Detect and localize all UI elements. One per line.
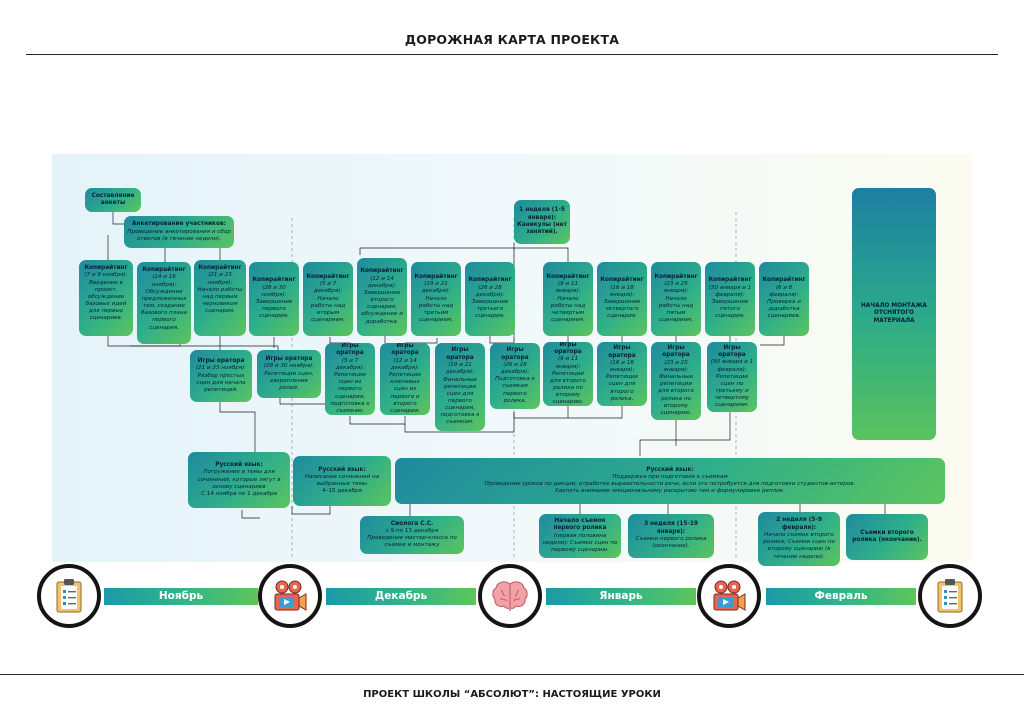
copywriting-node-7: Копирайтинг(19 и 21 декабря):Начало рабо… [411, 262, 461, 336]
orator-games-node-9: Игры оратора(23 и 25 января):Финальные р… [651, 342, 701, 420]
orator-games-node-8: Игры оратора(16 и 18 января):Репетиции с… [597, 342, 647, 406]
questioning-node: Анкетирование участников: Проведение анк… [124, 216, 234, 248]
film-camera-icon [713, 580, 746, 611]
film-camera-icon [274, 580, 307, 611]
second-shooting-end-node: Съемки второго ролика (окончание). [846, 514, 928, 560]
footer-divider [0, 674, 1024, 675]
timeline-bar-december: Декабрь [326, 588, 476, 605]
russian-language-node-1: Русский язык:Погружение в темы для сочин… [188, 452, 290, 508]
timeline-bar-january: Январь [546, 588, 696, 605]
editing-start-node: НАЧАЛО МОНТАЖА ОТСНЯТОГО МАТЕРИАЛА [852, 188, 936, 440]
orator-games-node-3: Игры оратора(5 и 7 декабря):Репетиции сц… [325, 343, 375, 415]
clipboard-icon [56, 579, 82, 613]
first-shooting-end-node: 3 неделя (15-19 января):Съемки первого р… [628, 514, 714, 558]
page-title: ДОРОЖНАЯ КАРТА ПРОЕКТА [404, 32, 620, 47]
copywriting-node-1: Копирайтинг(7 и 9 ноября):Введение в про… [79, 260, 133, 336]
copywriting-node-4: Копирайтинг(28 и 30 ноября):Завершение п… [249, 262, 299, 336]
footer-title: ПРОЕКТ ШКОЛЫ “АБСОЛЮТ”: НАСТОЯЩИЕ УРОКИ [363, 689, 661, 700]
clipboard-icon [937, 579, 963, 613]
orator-games-node-2: Игры оратора(28 и 30 ноября):Репетиции с… [257, 350, 321, 398]
timeline-bar-november: Ноябрь [104, 588, 258, 605]
copywriting-node-11: Копирайтинг(23 и 25 января):Начало работ… [651, 262, 701, 336]
copywriting-node-9: Копирайтинг(9 и 11 января):Начало работы… [543, 262, 593, 336]
holidays-node: 1 неделя (1-5 января): Каникулы (нет зан… [514, 200, 570, 244]
brain-icon [492, 581, 528, 611]
title-divider [26, 54, 998, 55]
orator-games-node-4: Игры оратора(12 и 14 декабря):Репетиции … [380, 343, 430, 415]
orator-games-node-6: Игры оратора(26 и 28 декабря):Подготовка… [490, 343, 540, 409]
survey-node: Составление анкеты [85, 188, 141, 212]
orator-games-node-5: Игры оратора(19 и 21 декабря):Финальные … [435, 343, 485, 431]
copywriting-node-12: Копирайтинг(30 января и 1 февраля):Завер… [705, 262, 755, 336]
second-shooting-node: 2 неделя (5-9 февраля):Начало съемок вто… [758, 512, 840, 566]
timeline-bar-february: Февраль [766, 588, 916, 605]
russian-language-node-3: Русский язык:Поддержка при подготовке к … [395, 458, 945, 504]
timeline-node-end [918, 564, 982, 628]
copywriting-node-5: Копирайтинг(5 и 7 декабря):Начало работы… [303, 262, 353, 336]
timeline-node-december [258, 564, 322, 628]
copywriting-node-8: Копирайтинг(26 и 28 декабря):Завершение … [465, 262, 515, 336]
first-shooting-node: Начало съемок первого ролика(первая поло… [539, 514, 621, 558]
copywriting-node-13: Копирайтинг(6 и 8 февраля):Проверка и до… [759, 262, 809, 336]
orator-games-node-1: Игры оратора(21 и 23 ноября):Разбор прос… [190, 350, 252, 402]
copywriting-node-10: Копирайтинг(16 и 18 января):Завершение ч… [597, 262, 647, 336]
timeline-node-start [37, 564, 101, 628]
russian-language-node-2: Русский язык:Написание сочинений на выбр… [293, 456, 391, 506]
timeline-node-january [478, 564, 542, 628]
orator-games-node-10: Игры оратора(30 января и 1 февраля):Репе… [707, 342, 757, 412]
copywriting-node-6: Копирайтинг(12 и 14 декабря):Завершение … [357, 258, 407, 336]
copywriting-node-3: Копирайтинг(21 и 23 ноября):Начало работ… [194, 260, 246, 336]
orator-games-node-7: Игры оратора(9 и 11 января):Репетиции дл… [543, 342, 593, 406]
copywriting-node-2: Копирайтинг(14 и 16 ноября):Обсуждение п… [137, 262, 191, 344]
timeline-node-february [697, 564, 761, 628]
